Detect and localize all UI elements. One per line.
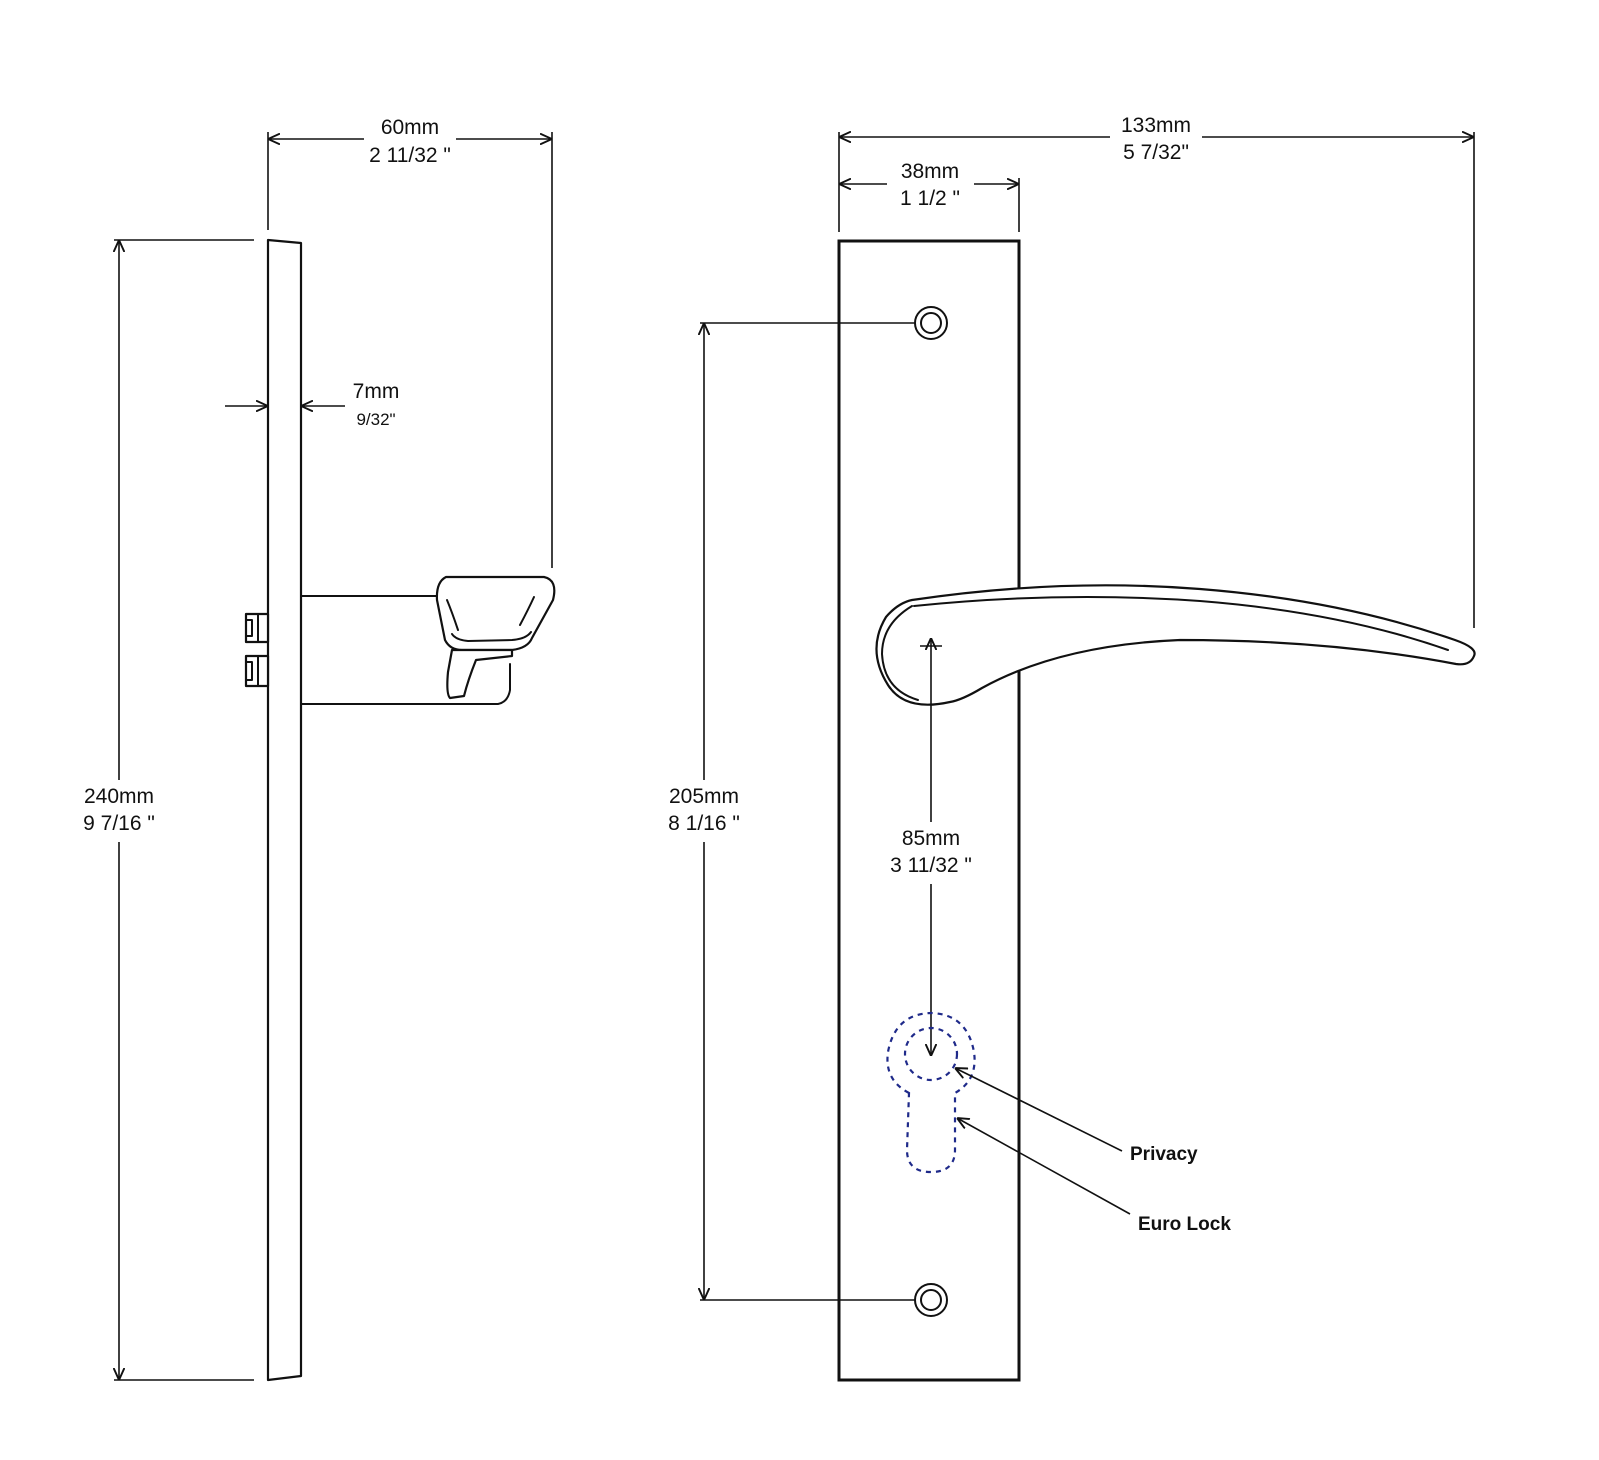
screw-hole-top bbox=[914, 306, 948, 340]
side-lever-head bbox=[435, 575, 556, 652]
total-width-imperial: 5 7/32" bbox=[1123, 141, 1189, 164]
side-lever-collar bbox=[451, 631, 532, 642]
dim-hole-spacing: 205mm 8 1/16 " bbox=[652, 322, 915, 1301]
side-width-imperial: 2 11/32 " bbox=[369, 144, 451, 167]
plate-width-metric: 38mm bbox=[901, 160, 959, 183]
dim-total-width: 133mm 5 7/32" bbox=[838, 114, 1475, 628]
front-lever-rose bbox=[881, 605, 919, 701]
euro-lock-leader bbox=[957, 1118, 1131, 1215]
screw-hole-bottom bbox=[914, 1283, 948, 1317]
privacy-leader bbox=[955, 1068, 1123, 1152]
side-lever-shading bbox=[446, 596, 535, 631]
plate-width-imperial: 1 1/2 " bbox=[900, 187, 960, 210]
dim-side-thickness: 7mm 9/32" bbox=[225, 380, 399, 429]
side-height-imperial: 9 7/16 " bbox=[83, 812, 155, 835]
front-plate bbox=[837, 239, 1021, 1382]
side-thickness-metric: 7mm bbox=[353, 380, 400, 403]
hole-spacing-imperial: 8 1/16 " bbox=[668, 812, 740, 835]
privacy-cutout bbox=[903, 1026, 959, 1082]
front-lever bbox=[875, 584, 1476, 706]
dim-side-width: 60mm 2 11/32 " bbox=[267, 116, 553, 568]
side-view: 60mm 2 11/32 " 7mm 9/32" 240mm 9 7/16 " bbox=[70, 116, 556, 1382]
side-width-metric: 60mm bbox=[381, 116, 439, 139]
side-lever-throat bbox=[446, 648, 514, 700]
dim-plate-width: 38mm 1 1/2 " bbox=[839, 160, 1020, 232]
spindle-lock-imperial: 3 11/32 " bbox=[890, 854, 972, 877]
total-width-metric: 133mm bbox=[1121, 114, 1191, 137]
side-plate bbox=[266, 238, 303, 1382]
hole-spacing-metric: 205mm bbox=[669, 785, 739, 808]
side-neck bbox=[300, 595, 511, 705]
front-view: 133mm 5 7/32" 38mm 1 1/2 " 205mm 8 1/16 … bbox=[652, 114, 1476, 1382]
front-lever-contour bbox=[913, 596, 1449, 651]
euro-lock-label: Euro Lock bbox=[1138, 1214, 1231, 1235]
side-height-metric: 240mm bbox=[84, 785, 154, 808]
dim-spindle-to-lock: 85mm 3 11/32 " bbox=[884, 638, 980, 1056]
dim-side-height: 240mm 9 7/16 " bbox=[70, 239, 254, 1381]
side-thickness-imperial: 9/32" bbox=[356, 410, 395, 429]
side-fixing-bolts bbox=[244, 612, 270, 688]
spindle-lock-metric: 85mm bbox=[902, 827, 960, 850]
privacy-label: Privacy bbox=[1130, 1144, 1198, 1165]
